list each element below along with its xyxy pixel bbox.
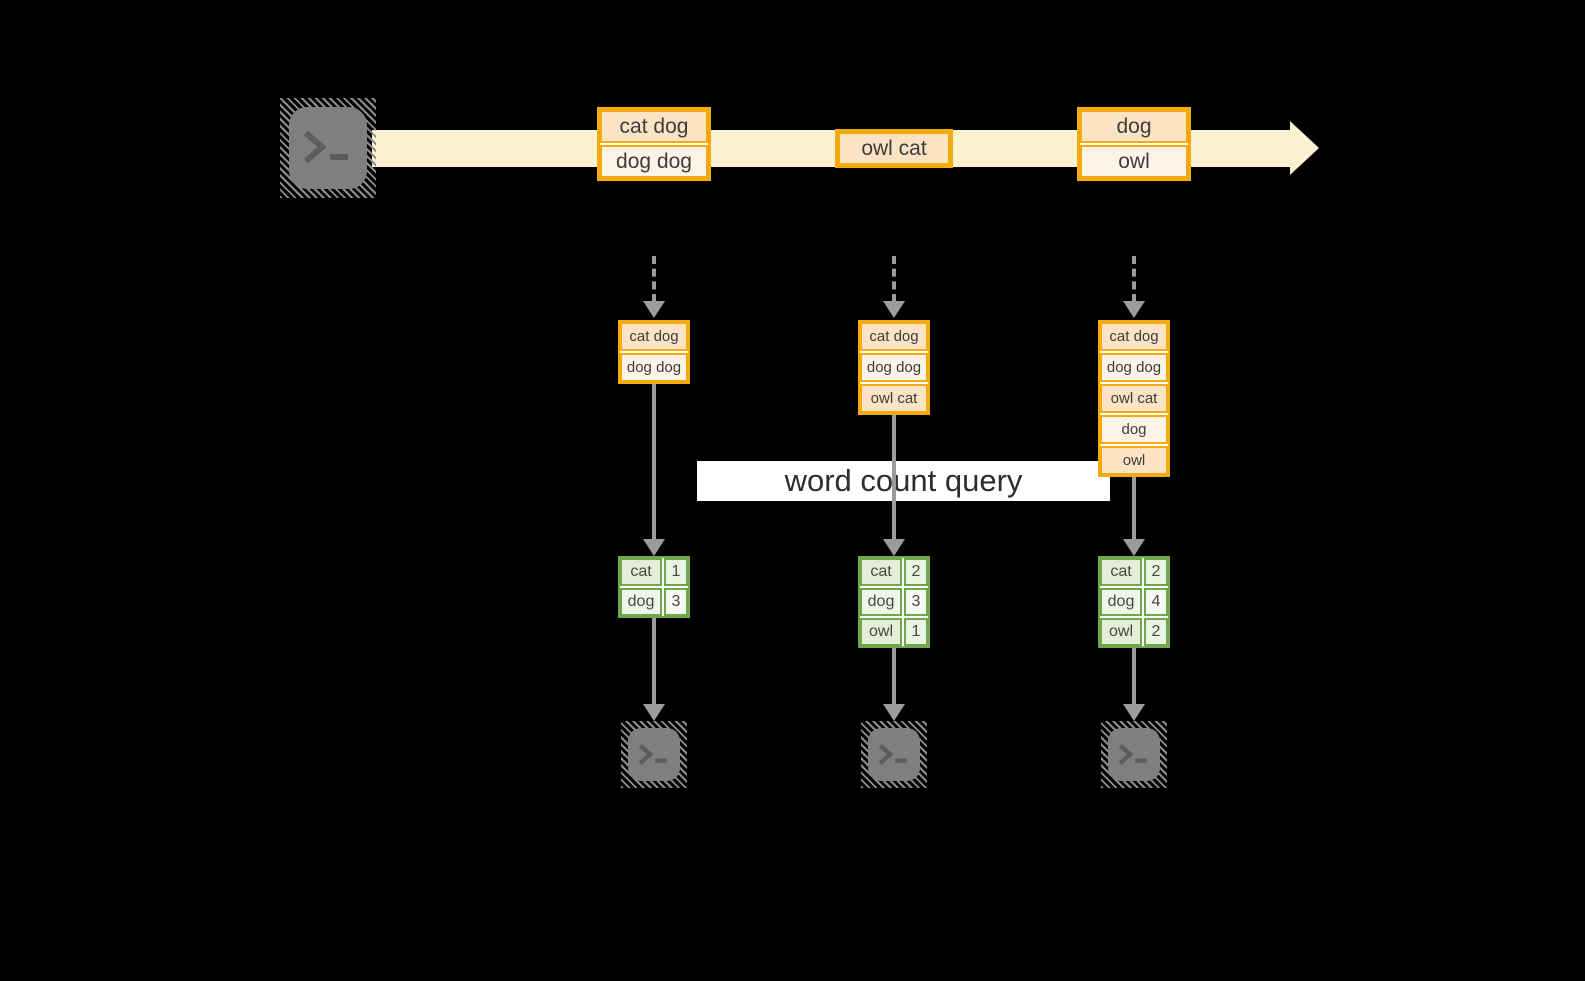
- log-row: owl cat: [1100, 384, 1168, 413]
- count-row: owl 1: [860, 618, 928, 646]
- batch-cell: cat dog: [600, 110, 708, 143]
- log-row: owl cat: [860, 384, 928, 413]
- count-row: dog 3: [860, 588, 928, 616]
- prompt-glyph-icon: [1118, 743, 1147, 765]
- terminal-sink-icon: [861, 721, 927, 788]
- batch-cell: dog: [1080, 110, 1188, 143]
- stream-batch-3: dog owl: [1077, 107, 1191, 181]
- log-row: dog dog: [1100, 353, 1168, 382]
- dashed-arrow: [1132, 256, 1136, 302]
- stream-batch-2: owl cat: [835, 129, 953, 168]
- arrow-line: [1132, 477, 1136, 540]
- prompt-glyph-icon: [638, 743, 667, 765]
- log-row: dog: [1100, 415, 1168, 444]
- log-row: dog dog: [860, 353, 928, 382]
- word-cell: dog: [860, 588, 902, 616]
- count-cell: 1: [664, 558, 688, 586]
- arrowhead-icon: [1123, 301, 1145, 318]
- arrow-line: [1132, 648, 1136, 704]
- arrowhead-icon: [1123, 539, 1145, 556]
- count-row: cat 2: [860, 558, 928, 586]
- terminal-sink-icon: [621, 721, 687, 788]
- count-cell: 3: [904, 588, 928, 616]
- batch-cell: owl: [1080, 145, 1188, 178]
- log-row: dog dog: [620, 353, 688, 382]
- word-cell: dog: [1100, 588, 1142, 616]
- accumulated-log-1: cat dog dog dog: [618, 320, 690, 384]
- log-row: cat dog: [620, 322, 688, 351]
- log-row: cat dog: [860, 322, 928, 351]
- terminal-source-icon: [280, 98, 376, 198]
- count-row: dog 4: [1100, 588, 1168, 616]
- word-cell: cat: [1100, 558, 1142, 586]
- word-cell: cat: [620, 558, 662, 586]
- word-count-query-label: word count query: [697, 461, 1110, 501]
- word-cell: owl: [860, 618, 902, 646]
- batch-cell: dog dog: [600, 145, 708, 178]
- arrowhead-icon: [643, 539, 665, 556]
- count-row: cat 2: [1100, 558, 1168, 586]
- count-row: owl 2: [1100, 618, 1168, 646]
- count-cell: 4: [1144, 588, 1168, 616]
- dashed-arrow: [892, 256, 896, 302]
- arrowhead-icon: [643, 704, 665, 721]
- log-row: cat dog: [1100, 322, 1168, 351]
- terminal-screen: [289, 107, 367, 189]
- arrowhead-icon: [643, 301, 665, 318]
- arrowhead-icon: [1123, 704, 1145, 721]
- count-row: cat 1: [620, 558, 688, 586]
- count-row: dog 3: [620, 588, 688, 616]
- arrow-line: [652, 618, 656, 704]
- word-cell: dog: [620, 588, 662, 616]
- count-cell: 1: [904, 618, 928, 646]
- terminal-sink-icon: [1101, 721, 1167, 788]
- accumulated-log-3: cat dog dog dog owl cat dog owl: [1098, 320, 1170, 477]
- terminal-screen: [868, 728, 920, 781]
- count-cell: 2: [1144, 618, 1168, 646]
- stream-arrowhead-icon: [1290, 121, 1319, 175]
- accumulated-log-2: cat dog dog dog owl cat: [858, 320, 930, 415]
- word-cell: owl: [1100, 618, 1142, 646]
- stream-batch-1: cat dog dog dog: [597, 107, 711, 181]
- prompt-glyph-icon: [304, 130, 348, 164]
- log-row: owl: [1100, 446, 1168, 475]
- prompt-glyph-icon: [878, 743, 907, 765]
- arrow-line: [892, 648, 896, 704]
- count-table-3: cat 2 dog 4 owl 2: [1098, 556, 1170, 648]
- arrowhead-icon: [883, 301, 905, 318]
- count-table-2: cat 2 dog 3 owl 1: [858, 556, 930, 648]
- count-cell: 2: [1144, 558, 1168, 586]
- count-cell: 2: [904, 558, 928, 586]
- terminal-screen: [1108, 728, 1160, 781]
- arrowhead-icon: [883, 704, 905, 721]
- arrow-line: [892, 415, 896, 540]
- count-cell: 3: [664, 588, 688, 616]
- batch-cell: owl cat: [838, 132, 950, 165]
- arrowhead-icon: [883, 539, 905, 556]
- terminal-screen: [628, 728, 680, 781]
- arrow-line: [652, 384, 656, 540]
- dashed-arrow: [652, 256, 656, 302]
- word-cell: cat: [860, 558, 902, 586]
- count-table-1: cat 1 dog 3: [618, 556, 690, 618]
